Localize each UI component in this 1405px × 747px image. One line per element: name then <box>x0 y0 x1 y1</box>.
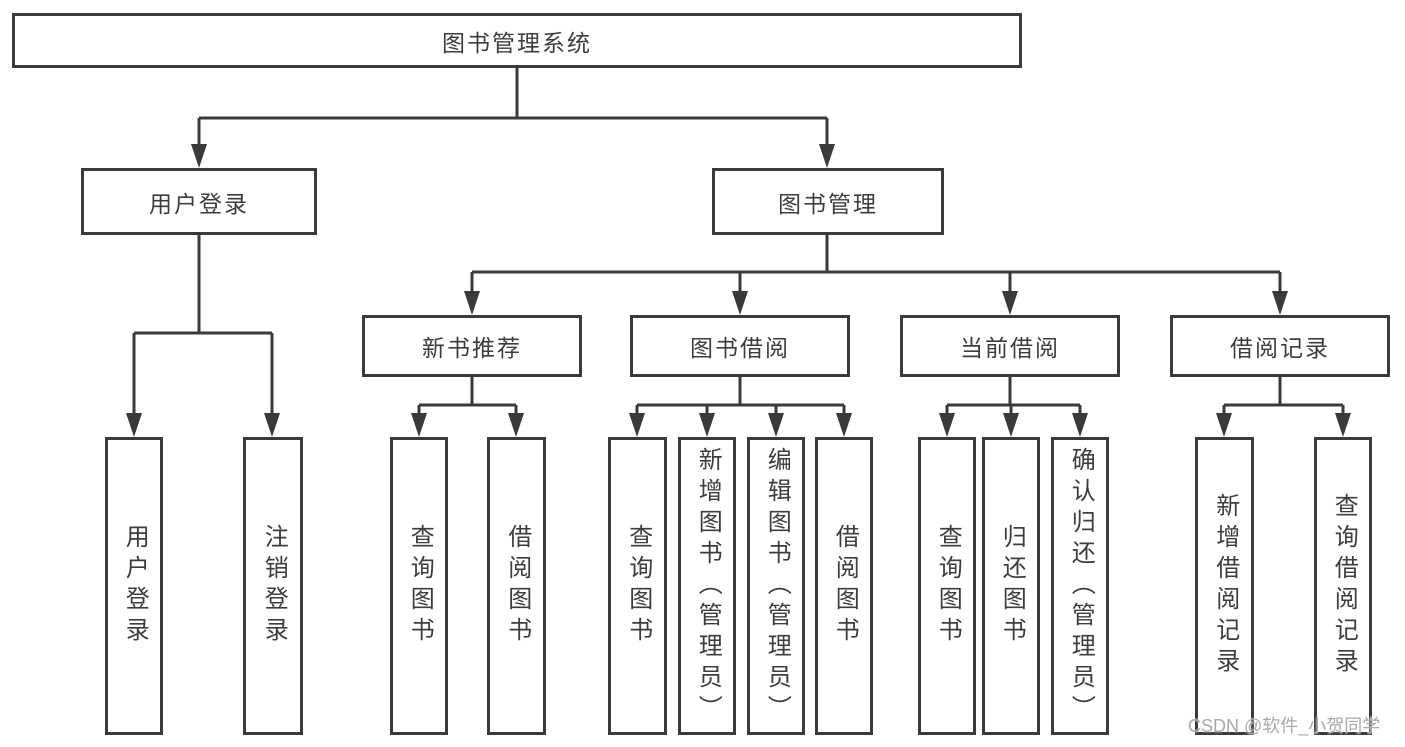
leaf-records-add-label: 新增借阅记录 <box>1211 493 1239 679</box>
leaf-records-search: 查询借阅记录 <box>1314 437 1372 735</box>
node-borrowing-label: 图书借阅 <box>690 335 790 361</box>
leaf-current-search: 查询图书 <box>918 437 976 735</box>
node-borrowing: 图书借阅 <box>630 315 850 377</box>
node-new-books-label: 新书推荐 <box>422 335 522 361</box>
leaf-records-search-label: 查询借阅记录 <box>1330 493 1358 679</box>
node-borrow-records: 借阅记录 <box>1170 315 1390 377</box>
leaf-borrow-borrow-label: 借阅图书 <box>831 524 859 648</box>
leaf-borrow-search-label: 查询图书 <box>624 524 652 648</box>
node-root: 图书管理系统 <box>12 13 1022 68</box>
leaf-current-return-label: 归还图书 <box>998 524 1026 648</box>
node-current-borrow: 当前借阅 <box>900 315 1120 377</box>
leaf-records-add: 新增借阅记录 <box>1195 437 1254 735</box>
arrowheads <box>126 144 1351 437</box>
node-borrow-records-label: 借阅记录 <box>1230 335 1330 361</box>
leaf-current-return: 归还图书 <box>982 437 1040 735</box>
csdn-watermark: CSDN @软件_小贺同学 <box>1188 716 1381 736</box>
leaf-current-search-label: 查询图书 <box>934 524 962 648</box>
leaf-newbooks-borrow: 借阅图书 <box>487 437 546 735</box>
leaf-borrow-search: 查询图书 <box>608 437 667 735</box>
leaf-borrow-edit: 编辑图书（管理员） <box>747 437 805 735</box>
leaf-borrow-borrow: 借阅图书 <box>815 437 873 735</box>
leaf-borrow-add: 新增图书（管理员） <box>678 437 736 735</box>
node-book-mgmt: 图书管理 <box>712 168 944 235</box>
leaf-current-confirm: 确认归还（管理员） <box>1051 437 1109 735</box>
node-current-borrow-label: 当前借阅 <box>960 335 1060 361</box>
node-root-label: 图书管理系统 <box>442 29 592 56</box>
node-user-login-label: 用户登录 <box>149 190 249 217</box>
leaf-newbooks-search-label: 查询图书 <box>406 524 434 648</box>
leaf-user-login: 用户登录 <box>105 437 163 735</box>
leaf-user-login-label: 用户登录 <box>121 524 149 648</box>
node-user-login: 用户登录 <box>81 168 317 235</box>
leaf-borrow-edit-label: 编辑图书（管理员） <box>763 446 791 726</box>
leaf-logout: 注销登录 <box>243 437 303 735</box>
leaf-newbooks-borrow-label: 借阅图书 <box>503 524 531 648</box>
node-new-books: 新书推荐 <box>362 315 582 377</box>
leaf-newbooks-search: 查询图书 <box>390 437 448 735</box>
leaf-current-confirm-label: 确认归还（管理员） <box>1067 446 1095 726</box>
leaf-logout-label: 注销登录 <box>260 524 288 648</box>
leaf-borrow-add-label: 新增图书（管理员） <box>694 446 722 726</box>
node-book-mgmt-label: 图书管理 <box>778 190 878 217</box>
